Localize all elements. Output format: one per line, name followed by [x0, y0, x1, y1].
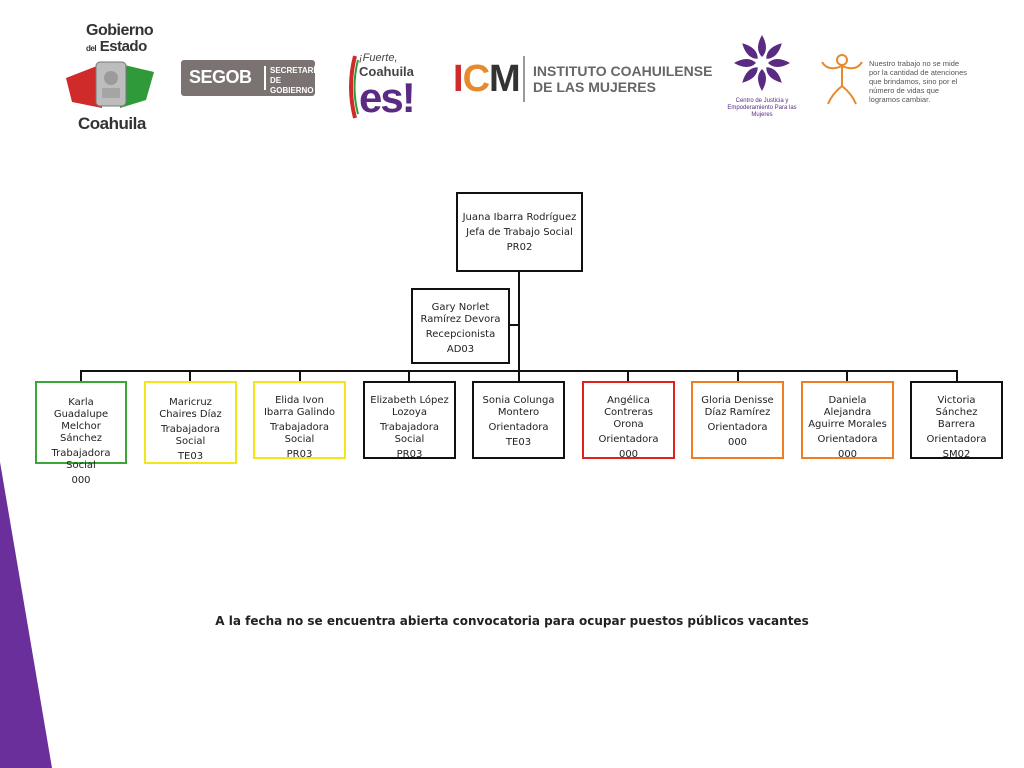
org-name: Karla Guadalupe Melchor Sánchez	[53, 397, 109, 444]
org-box-staff-3: Elida Ivon Ibarra Galindo Trabajadora So…	[253, 381, 346, 460]
org-role: Trabajadora Social	[51, 448, 111, 471]
org-name: Elizabeth López Lozoya	[370, 395, 449, 418]
org-role: Orientadora	[488, 422, 549, 433]
connector-drop-2	[189, 370, 191, 382]
org-box-staff-1: Karla Guadalupe Melchor Sánchez Trabajad…	[35, 381, 127, 486]
connector-vertical-main	[518, 271, 520, 370]
flower-icon	[734, 35, 790, 91]
icm-divider	[523, 56, 525, 102]
org-name: Gloria Denisse Díaz Ramírez	[701, 395, 774, 418]
connector-assistant	[509, 324, 519, 326]
org-code: PR03	[286, 449, 313, 460]
org-role: Orientadora	[926, 434, 987, 445]
org-box-head: Juana Ibarra Rodríguez Jefa de Trabajo S…	[456, 192, 583, 272]
org-name: Sonia Colunga Montero	[482, 395, 555, 418]
org-code: 000	[618, 449, 639, 460]
fuerte-bracket-icon	[349, 55, 359, 119]
purple-sidebar-wedge	[0, 462, 52, 768]
org-code: PR03	[396, 449, 423, 460]
connector-drop-7	[737, 370, 739, 382]
org-box-staff-4: Elizabeth López Lozoya Trabajadora Socia…	[363, 381, 456, 460]
segob-logo: SEGOB SECRETARÍA DE GOBIERNO	[181, 60, 322, 96]
connector-drop-6	[627, 370, 629, 382]
fuerte-line1: ¡Fuerte,	[359, 52, 398, 64]
org-code: AD03	[446, 344, 475, 355]
fuerte-coahuila-logo: ¡Fuerte, Coahuila es!	[345, 52, 425, 122]
nuestro-trabajo-logo: Nuestro trabajo no se mide por la cantid…	[818, 50, 968, 106]
org-role: Recepcionista	[425, 329, 496, 340]
org-role: Trabajadora Social	[161, 424, 220, 447]
org-name: Juana Ibarra Rodríguez	[462, 212, 577, 223]
org-box-staff-8: Daniela Alejandra Aguirre Morales Orient…	[801, 381, 894, 460]
org-box-staff-9: Victoria Sánchez Barrera Orientadora SM0…	[910, 381, 1003, 460]
connector-drop-5	[518, 370, 520, 382]
org-name: Gary Norlet Ramírez Devora	[420, 302, 501, 325]
org-code: SM02	[942, 449, 971, 460]
coat-of-arms-icon	[66, 61, 154, 108]
org-code: TE03	[177, 451, 204, 462]
org-box-assistant: Gary Norlet Ramírez Devora Recepcionista…	[411, 288, 510, 364]
org-box-staff-5: Sonia Colunga Montero Orientadora TE03	[472, 381, 565, 459]
org-role: Trabajadora Social	[380, 422, 439, 445]
gobierno-line2: del Estado	[86, 38, 147, 55]
centro-justicia-text: Centro de Justicia y Empoderamiento Para…	[727, 98, 797, 118]
org-role: Orientadora	[817, 434, 878, 445]
org-box-staff-2: Maricruz Chaires Díaz Trabajadora Social…	[144, 381, 237, 464]
fuerte-line3: es!	[359, 74, 416, 121]
org-name: Victoria Sánchez Barrera	[935, 395, 978, 430]
org-name: Angélica Contreras Orona	[604, 395, 653, 430]
org-code: TE03	[505, 437, 532, 448]
footer-notice: A la fecha no se encuentra abierta convo…	[215, 614, 809, 628]
connector-drop-9	[956, 370, 958, 382]
segob-divider	[264, 66, 266, 90]
org-role: Orientadora	[707, 422, 768, 433]
nuestro-trabajo-text: Nuestro trabajo no se mide por la cantid…	[869, 59, 967, 104]
connector-drop-8	[846, 370, 848, 382]
segob-sub: SECRETARÍA DE GOBIERNO	[270, 66, 322, 95]
org-code: 000	[71, 475, 91, 486]
connector-drop-1	[80, 370, 82, 382]
connector-drop-4	[408, 370, 410, 382]
org-box-staff-7: Gloria Denisse Díaz Ramírez Orientadora …	[691, 381, 784, 459]
gobierno-coahuila-logo: Gobierno del Estado Coahuila	[66, 22, 156, 134]
org-code: 000	[837, 449, 858, 460]
icm-acronym: ICM	[453, 58, 521, 100]
org-name: Daniela Alejandra Aguirre Morales	[808, 395, 887, 430]
org-name: Maricruz Chaires Díaz	[159, 397, 222, 420]
figure-icon	[821, 54, 863, 105]
org-role: Jefa de Trabajo Social	[466, 227, 573, 238]
org-box-staff-6: Angélica Contreras Orona Orientadora 000	[582, 381, 675, 460]
connector-drop-3	[299, 370, 301, 382]
fuerte-line2: Coahuila	[359, 64, 414, 79]
org-role: Orientadora	[598, 434, 659, 445]
gobierno-line3: Coahuila	[78, 114, 146, 133]
segob-name: SEGOB	[189, 67, 252, 87]
centro-justicia-logo: Centro de Justicia y Empoderamiento Para…	[727, 32, 797, 120]
gobierno-line1: Gobierno	[86, 22, 154, 39]
org-name: Elida Ivon Ibarra Galindo	[263, 395, 335, 418]
org-code: 000	[727, 437, 748, 448]
org-code: PR02	[506, 242, 533, 253]
org-role: Trabajadora Social	[270, 422, 329, 445]
